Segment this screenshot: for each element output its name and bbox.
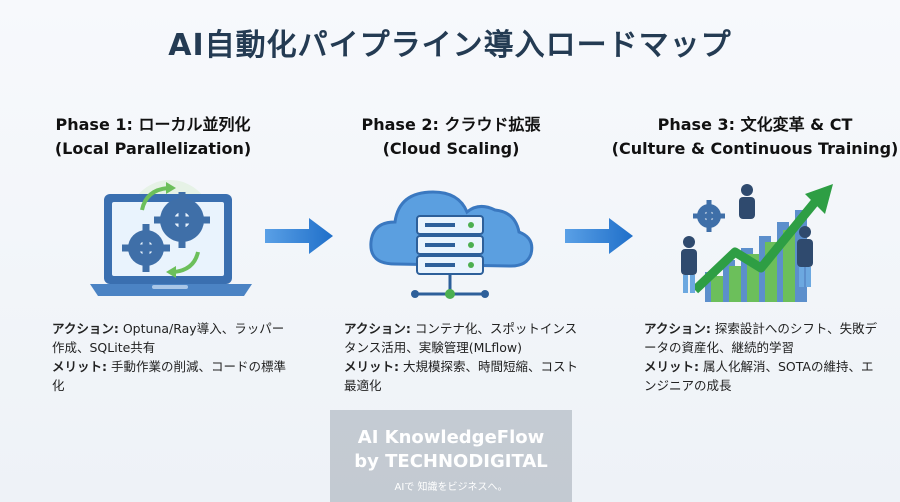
phase-1-merit-label: メリット: bbox=[52, 359, 107, 374]
phase-2-subtitle: (Cloud Scaling) bbox=[382, 139, 520, 158]
watermark-box: AI KnowledgeFlow by TECHNODIGITAL AIで 知識… bbox=[330, 410, 572, 502]
arrow-right-icon bbox=[265, 218, 333, 254]
phase-1-description: アクション: Optuna/Ray導入、ラッパー作成、SQLite共有 メリット… bbox=[52, 319, 292, 395]
phase-3-heading: Phase 3: 文化変革 & CT bbox=[657, 115, 853, 134]
phase-2-description: アクション: コンテナ化、スポットインスタンス活用、実験管理(MLflow) メ… bbox=[344, 319, 584, 395]
phase-1-subtitle: (Local Parallelization) bbox=[54, 139, 252, 158]
arrow-right-icon bbox=[565, 218, 633, 254]
phase-3-merit-label: メリット: bbox=[644, 359, 699, 374]
phase-2-merit-text: 大規模探索、時間短縮、コスト最適化 bbox=[344, 359, 578, 393]
phase-3-header: Phase 3: 文化変革 & CT (Culture & Continuous… bbox=[610, 113, 900, 161]
phase-2-header: Phase 2: クラウド拡張 (Cloud Scaling) bbox=[316, 113, 586, 161]
laptop-gears-icon bbox=[90, 180, 252, 296]
phase-3-action-text: 探索設計へのシフト、失敗データの資産化、継続的学習 bbox=[644, 321, 878, 355]
page-title: AI自動化パイプライン導入ロードマップ bbox=[168, 28, 732, 63]
phase-2-merit-label: メリット: bbox=[344, 359, 399, 374]
watermark-byline: by TECHNODIGITAL bbox=[354, 451, 548, 472]
phase-1-merit-text: 手動作業の削減、コードの標準化 bbox=[52, 359, 286, 393]
cloud-server-icon bbox=[369, 190, 534, 299]
phase-1-action-label: アクション: bbox=[52, 321, 119, 336]
team-growth-chart-icon bbox=[681, 184, 833, 302]
phase-2-action-label: アクション: bbox=[344, 321, 411, 336]
phase-1-header: Phase 1: ローカル並列化 (Local Parallelization) bbox=[18, 113, 288, 161]
phase-1-action-text: Optuna/Ray導入、ラッパー作成、SQLite共有 bbox=[52, 321, 285, 355]
phase-3-action-label: アクション: bbox=[644, 321, 711, 336]
phase-2-heading: Phase 2: クラウド拡張 bbox=[361, 115, 541, 134]
phase-3-merit-text: 属人化解消、SOTAの維持、エンジニアの成長 bbox=[644, 359, 874, 393]
watermark-title: AI KnowledgeFlow bbox=[357, 427, 545, 448]
phase-1-heading: Phase 1: ローカル並列化 bbox=[55, 115, 251, 134]
watermark-tagline: AIで 知識をビジネスへ。 bbox=[394, 482, 508, 493]
phase-2-action-text: コンテナ化、スポットインスタンス活用、実験管理(MLflow) bbox=[344, 321, 578, 355]
phase-3-description: アクション: 探索設計へのシフト、失敗データの資産化、継続的学習 メリット: 属… bbox=[644, 319, 882, 395]
phase-3-subtitle: (Culture & Continuous Training) bbox=[611, 139, 899, 158]
